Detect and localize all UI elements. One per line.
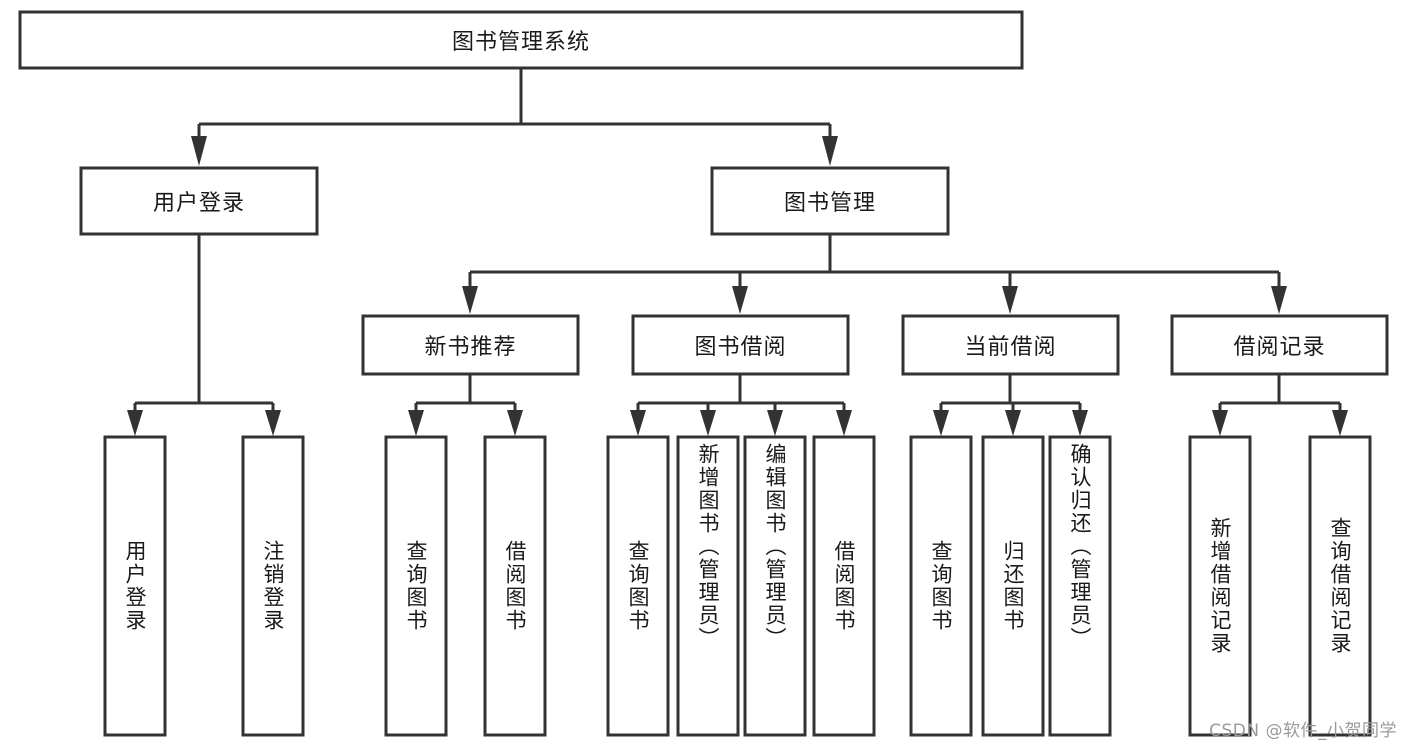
arrow-head-icon — [732, 286, 748, 314]
leaf-logout-box[interactable] — [241, 435, 305, 737]
arrow-head-icon — [1332, 410, 1348, 436]
arrow-head-icon — [1271, 286, 1287, 314]
arrow-head-icon — [507, 410, 523, 436]
arrow-head-icon — [127, 410, 143, 436]
arrow-head-icon — [1005, 410, 1021, 436]
node-book-borrow-box[interactable] — [631, 314, 850, 376]
arrow-head-icon — [630, 410, 646, 436]
connector-book-borrow-to-leaves — [630, 374, 852, 436]
arrow-head-icon — [933, 410, 949, 436]
csdn-watermark: CSDN @软件_小贺同学 — [1209, 721, 1397, 741]
leaf-add-borrow-record-box[interactable] — [1188, 435, 1252, 737]
leaf-edit-book-admin-box[interactable] — [743, 435, 807, 737]
leaf-query-book-borrow-box[interactable] — [606, 435, 670, 737]
node-root-box[interactable] — [18, 10, 1024, 70]
arrow-head-icon — [767, 410, 783, 436]
leaf-return-book-box[interactable] — [981, 435, 1045, 737]
arrow-head-icon — [265, 410, 281, 436]
arrow-head-icon — [1072, 410, 1088, 436]
connector-borrow-record-to-leaves — [1212, 374, 1348, 436]
connector-book-manage-to-level3 — [462, 234, 1287, 314]
arrow-head-icon — [1002, 286, 1018, 314]
connector-user-login-to-leaves — [127, 234, 281, 436]
leaf-query-book-current-box[interactable] — [909, 435, 973, 737]
connector-new-book-rec-to-leaves — [408, 374, 523, 436]
arrow-head-icon — [1212, 410, 1228, 436]
leaf-confirm-return-box[interactable] — [1048, 435, 1112, 737]
leaf-borrow-book-rec-box[interactable] — [483, 435, 547, 737]
node-book-manage-box[interactable] — [710, 166, 950, 236]
arrow-head-icon — [700, 410, 716, 436]
connector-current-borrow-to-leaves — [933, 374, 1088, 436]
arrow-head-icon — [408, 410, 424, 436]
leaf-user-login-box[interactable] — [103, 435, 167, 737]
arrow-head-icon — [191, 136, 207, 166]
arrow-head-icon — [462, 286, 478, 314]
arrow-head-icon — [822, 136, 838, 166]
leaf-add-book-admin-box[interactable] — [676, 435, 740, 737]
leaf-borrow-book-box[interactable] — [812, 435, 876, 737]
connector-root-to-level2 — [191, 68, 838, 166]
node-new-book-rec-box[interactable] — [361, 314, 580, 376]
node-user-login-box[interactable] — [79, 166, 319, 236]
node-current-borrow-box[interactable] — [901, 314, 1120, 376]
node-borrow-record-box[interactable] — [1170, 314, 1389, 376]
leaf-query-borrow-record-box[interactable] — [1308, 435, 1372, 737]
arrow-head-icon — [836, 410, 852, 436]
leaf-query-book-rec-box[interactable] — [384, 435, 448, 737]
